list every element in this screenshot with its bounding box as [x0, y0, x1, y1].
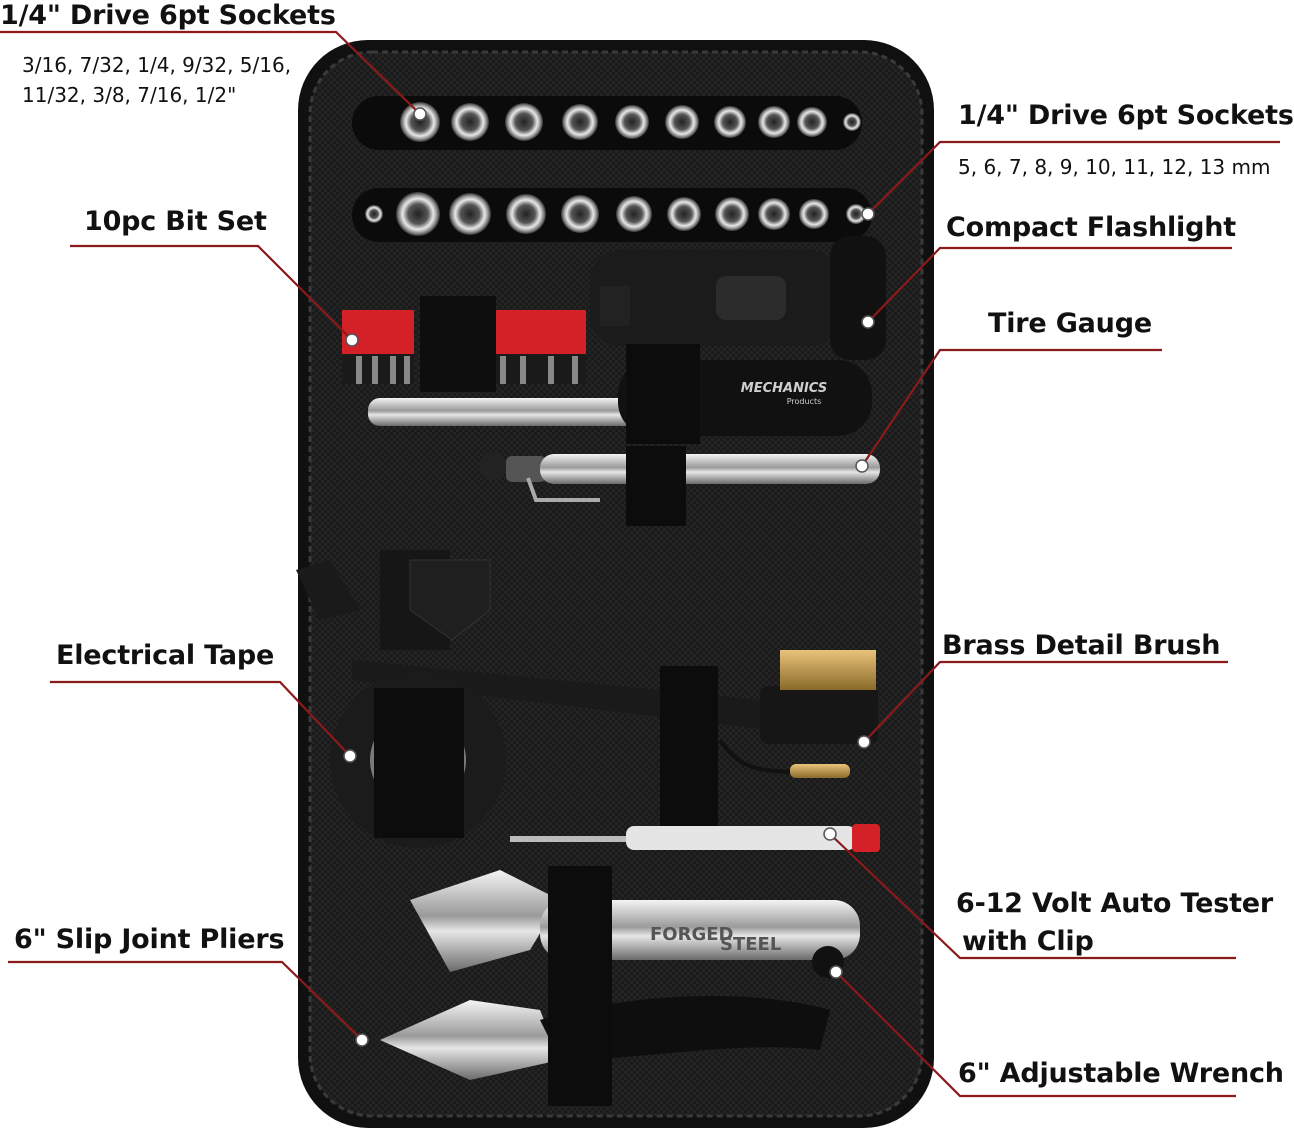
socket [799, 199, 829, 229]
socket [846, 204, 866, 224]
socket [758, 198, 790, 230]
metric-socket-sizes: 5, 6, 7, 8, 9, 10, 11, 12, 13 mm [958, 155, 1271, 179]
label-brass-brush: Brass Detail Brush [942, 630, 1221, 661]
elastic-strap [548, 866, 612, 1106]
label-sae-sockets: 1/4" Drive 6pt Sockets [0, 0, 336, 31]
socket [505, 103, 543, 141]
socket [715, 197, 749, 231]
socket-rail-metric [352, 188, 872, 242]
tire-gauge [479, 452, 880, 502]
callout-dots [343, 107, 875, 1047]
socket [506, 194, 546, 234]
socket [451, 103, 489, 141]
label-bit-set: 10pc Bit Set [84, 206, 267, 237]
bit-holder-right [490, 310, 586, 384]
zipper-pull [296, 560, 360, 620]
wrench-marking-forged: FORGED [650, 924, 733, 945]
socket-rail-sae [352, 96, 862, 150]
socket [561, 195, 599, 233]
flashlight [590, 236, 886, 360]
elastic-strap [626, 446, 686, 526]
label-metric-sockets: 1/4" Drive 6pt Sockets [958, 100, 1294, 131]
socket [449, 193, 491, 235]
socket [615, 105, 649, 139]
callout-lines [0, 30, 1280, 1098]
wrench-marking-steel: STEEL [720, 934, 781, 955]
label-tire-gauge: Tire Gauge [988, 308, 1152, 339]
socket [616, 196, 652, 232]
label-auto-tester-line1: 6-12 Volt Auto Tester [956, 888, 1274, 919]
auto-tester [510, 824, 880, 852]
label-electrical-tape: Electrical Tape [56, 640, 275, 671]
socket [365, 205, 383, 223]
screwdriver-logo: MECHANICS [741, 381, 827, 396]
socket [667, 197, 701, 231]
socket [758, 106, 790, 138]
socket [400, 102, 440, 142]
slip-joint-pliers [380, 996, 830, 1080]
socket [797, 107, 827, 137]
label-auto-tester-line2: with Clip [962, 926, 1094, 957]
tape-pocket [380, 550, 491, 650]
socket [396, 192, 440, 236]
sae-socket-sizes-line2: 11/32, 3/8, 7/16, 1/2" [22, 83, 237, 107]
socket [562, 104, 598, 140]
socket [714, 106, 746, 138]
elastic-strap [660, 666, 718, 826]
tester-wire [718, 738, 850, 778]
label-pliers: 6" Slip Joint Pliers [14, 924, 285, 955]
socket [843, 113, 861, 131]
label-wrench: 6" Adjustable Wrench [958, 1058, 1284, 1089]
electrical-tape [330, 672, 506, 848]
adjustable-wrench: FORGED STEEL [410, 870, 860, 978]
elastic-strap [626, 344, 700, 444]
bit-holder-left [342, 310, 414, 384]
sae-socket-sizes-line1: 3/16, 7/32, 1/4, 9/32, 5/16, [22, 53, 292, 77]
screwdriver-logo-sub: Products [787, 397, 822, 406]
label-flashlight: Compact Flashlight [946, 212, 1236, 243]
elastic-strap [420, 296, 496, 392]
socket [665, 105, 699, 139]
